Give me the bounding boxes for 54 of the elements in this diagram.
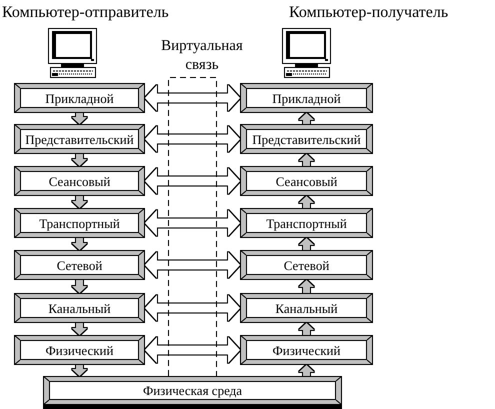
block-arrow (72, 238, 87, 250)
double-block-arrow (145, 168, 240, 194)
layer-box (240, 83, 373, 113)
double-block-arrow (145, 295, 240, 321)
layer-name: Сеансовый (276, 174, 338, 188)
block-arrow (299, 113, 314, 124)
layer-box (240, 335, 373, 365)
double-block-arrow (145, 337, 240, 363)
block-arrow (72, 280, 87, 293)
layer-box (14, 208, 145, 238)
block-arrow (72, 196, 87, 208)
physical-medium-box (43, 376, 342, 409)
block-arrow (72, 154, 87, 166)
layer-name: Представительский (252, 132, 361, 146)
annotation-text: Виртуальная связь (161, 38, 243, 73)
layer-box (240, 208, 373, 238)
block-arrow (299, 238, 314, 250)
column-heading: Компьютер-отправитель (2, 4, 169, 21)
layer-box (14, 335, 145, 365)
layer-box (14, 166, 145, 196)
block-arrow (299, 196, 314, 208)
layer-box (14, 293, 145, 323)
layer-name: Сетевой (56, 258, 102, 272)
layer-box (14, 83, 145, 113)
block-arrow (299, 280, 314, 293)
layer-name: Прикладной (45, 90, 114, 106)
block-arrow (299, 154, 314, 166)
layer-box (240, 293, 373, 323)
block-arrow (299, 365, 314, 376)
double-block-arrow (145, 210, 240, 236)
layer-name: Представительский (25, 132, 134, 146)
double-block-arrow (145, 126, 240, 152)
double-block-arrow (145, 252, 240, 278)
layer-name: Сеансовый (48, 174, 110, 188)
layer-box (240, 166, 373, 196)
block-arrow (72, 323, 87, 335)
layer-name: Канальный (275, 300, 338, 316)
layer-box (14, 250, 145, 280)
layer-name: Транспортный (266, 216, 347, 230)
layer-box (240, 124, 373, 154)
layer-name: Прикладной (272, 90, 341, 106)
layer-name: Физический (46, 342, 114, 358)
layer-name: Физический (272, 342, 340, 358)
column-heading: Компьютер-получатель (289, 4, 448, 21)
block-arrow (72, 365, 87, 376)
block-arrow (299, 323, 314, 335)
layer-name: Сетевой (284, 258, 330, 272)
layer-name: Канальный (48, 300, 111, 316)
layer-box (240, 250, 373, 280)
double-block-arrow (145, 85, 240, 111)
layer-name: Транспортный (39, 216, 120, 230)
medium-name: Физическая среда (142, 383, 242, 398)
layer-box (14, 124, 145, 154)
block-arrow (72, 113, 87, 124)
